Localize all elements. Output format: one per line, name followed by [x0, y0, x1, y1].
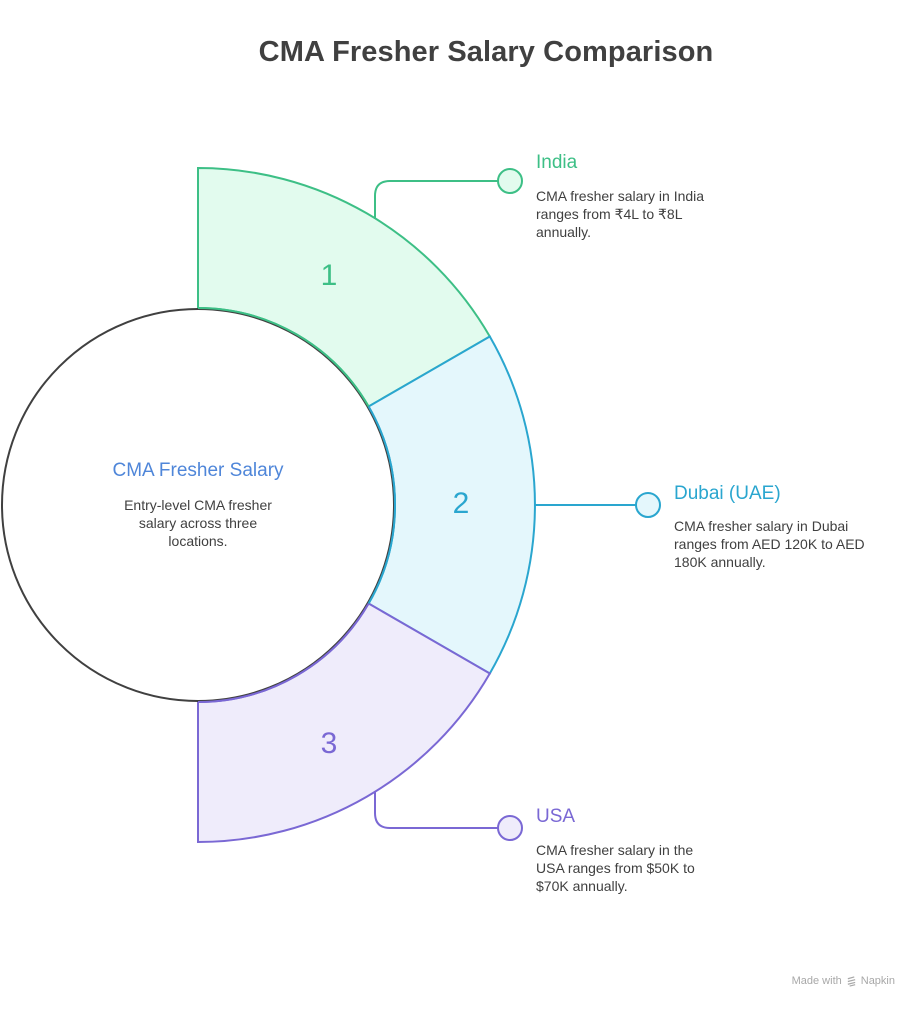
segment-number-india: 1 — [320, 259, 338, 292]
napkin-logo-icon — [847, 975, 856, 987]
segment-number-usa: 3 — [320, 727, 338, 760]
label-dubai-title: Dubai (UAE) — [674, 483, 781, 504]
segment-number-dubai: 2 — [452, 487, 470, 520]
connector-usa — [374, 791, 498, 829]
connector-india — [374, 180, 498, 219]
label-india-title: India — [536, 152, 578, 173]
inner-arc-india — [197, 307, 370, 408]
center-title: CMA Fresher Salary — [112, 460, 284, 481]
marker-usa-icon — [497, 815, 523, 841]
label-dubai-description: CMA fresher salary in Dubai ranges from … — [674, 518, 865, 570]
page-title: CMA Fresher Salary Comparison — [258, 36, 714, 68]
label-india-description: CMA fresher salary in India ranges from … — [536, 188, 705, 240]
inner-arc-usa — [197, 602, 370, 703]
label-usa-description: CMA fresher salary in the USA ranges fro… — [536, 842, 695, 894]
made-with-napkin-credit: Made with Napkin — [792, 975, 895, 987]
credit-prefix: Made with — [791, 975, 842, 987]
center-description: Entry-level CMA fresher salary across th… — [124, 497, 272, 549]
label-usa-title: USA — [536, 806, 576, 827]
credit-brand: Napkin — [860, 975, 895, 987]
marker-dubai-icon — [635, 492, 661, 518]
inner-arc-dubai — [367, 406, 396, 604]
marker-india-icon — [497, 168, 523, 194]
